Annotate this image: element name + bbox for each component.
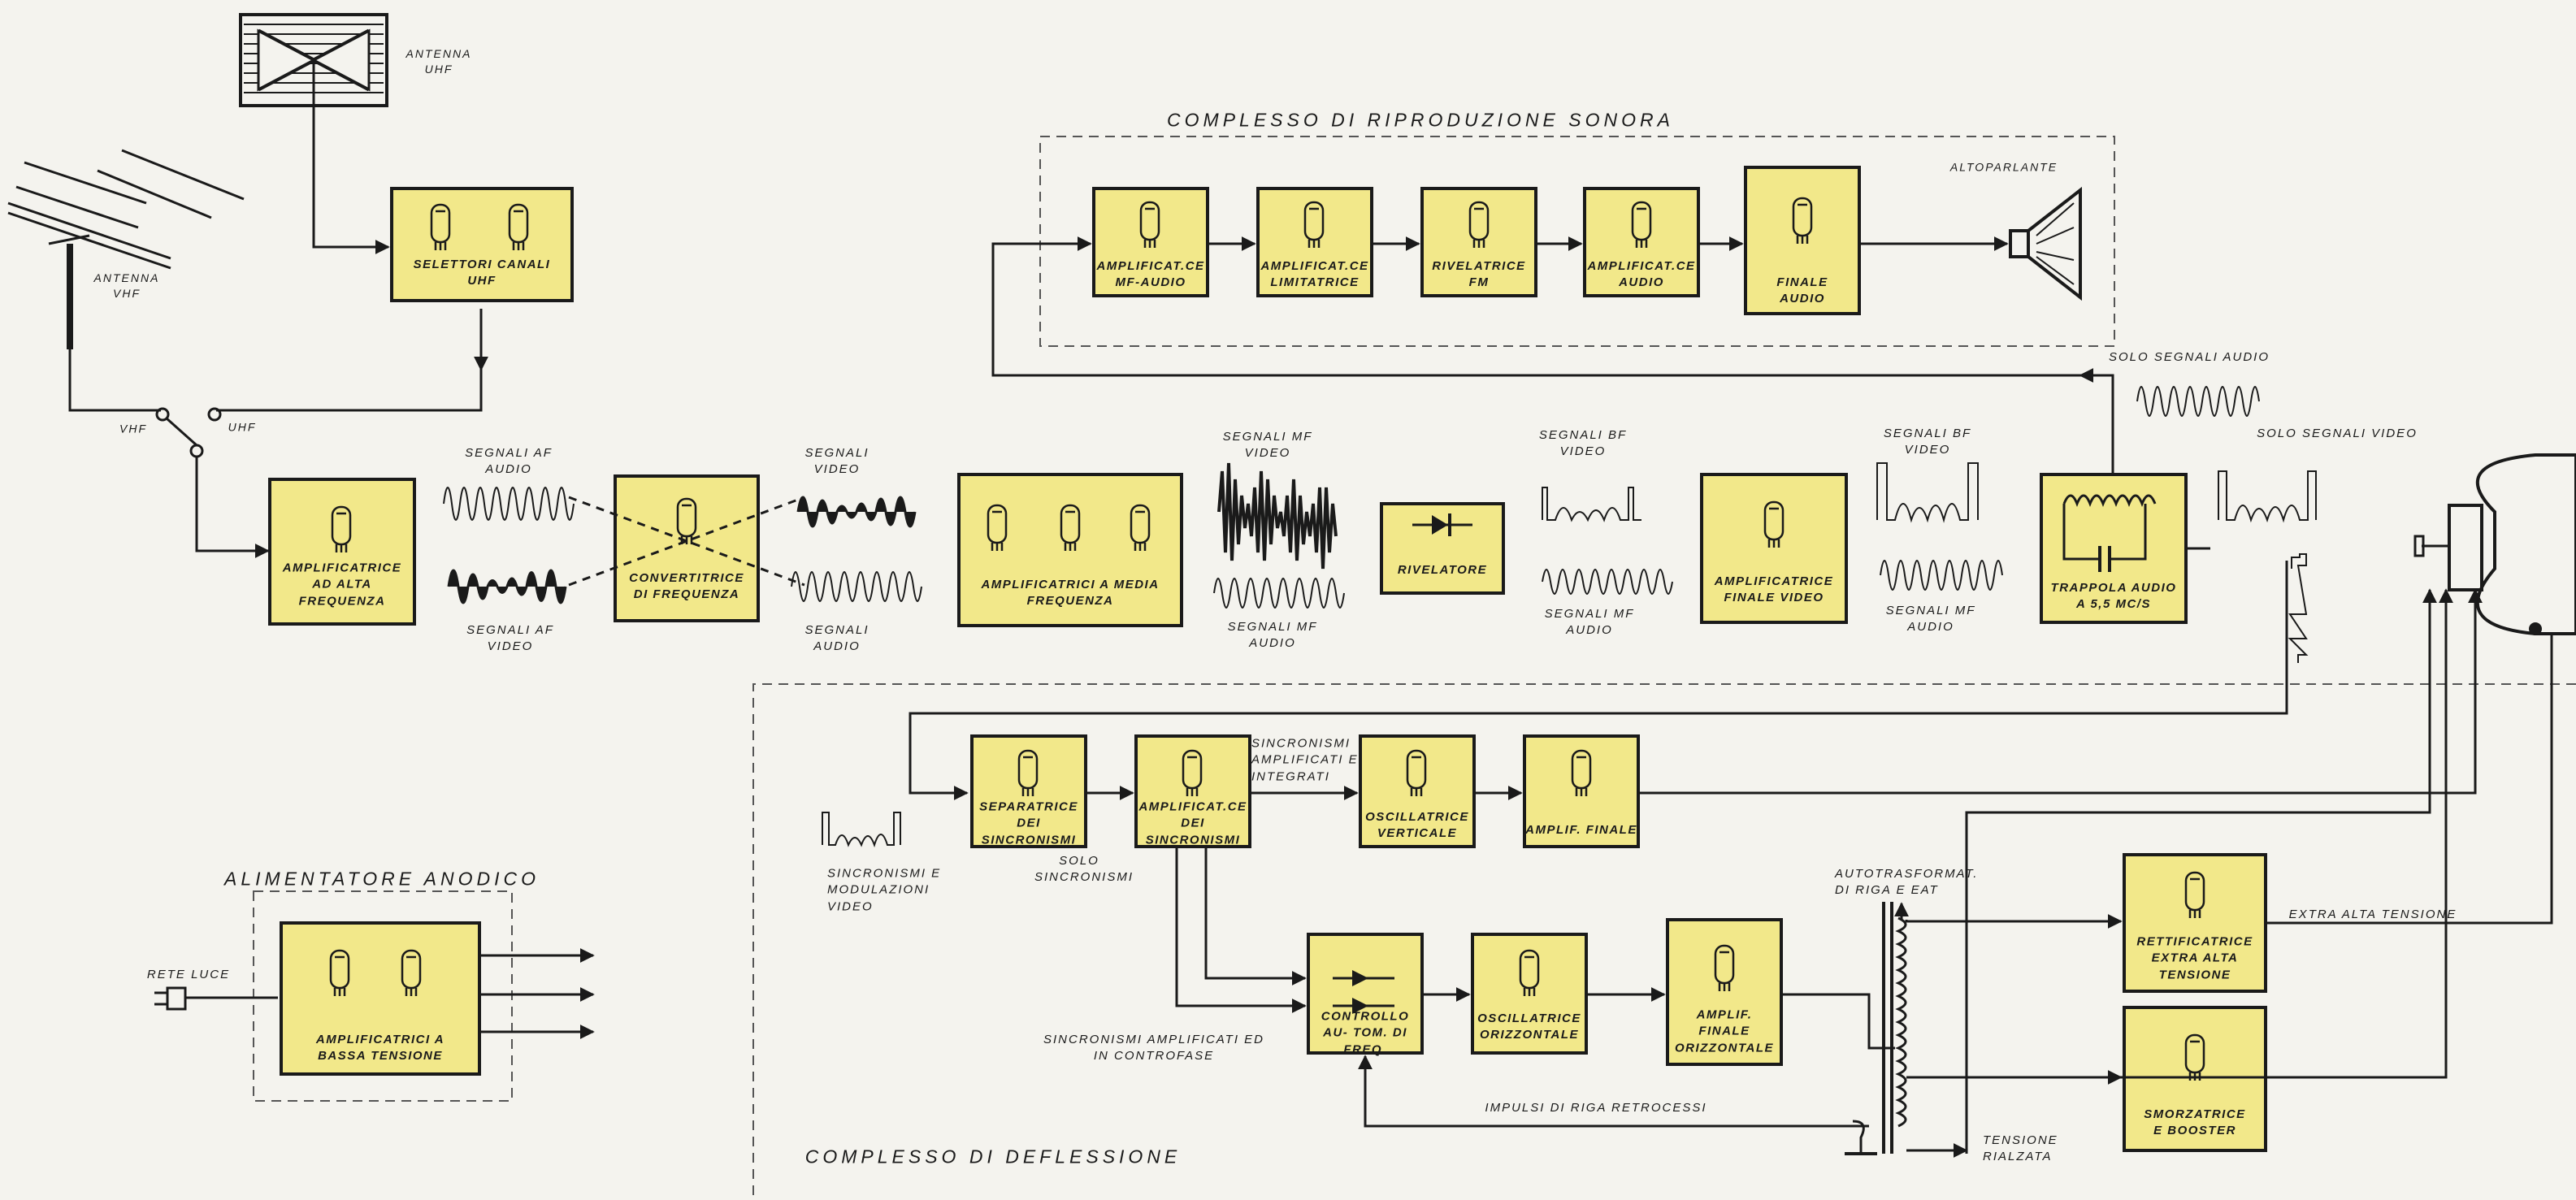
segnali-mf-audio-1-label: SEGNALI MF AUDIO xyxy=(1227,619,1318,650)
selettori-uhf-label: SELETTORI CANALI UHF xyxy=(413,257,551,288)
sincronismi-contrafase-label: SINCRONISMI AMPLIFICATI ED IN CONTROFASE xyxy=(1043,1032,1265,1063)
speaker-icon xyxy=(2009,186,2082,301)
segnali-bf-video-2-label: SEGNALI BF VIDEO xyxy=(1883,426,1972,457)
solo-segnali-video-label: SOLO SEGNALI VIDEO xyxy=(2257,426,2418,440)
amplif-finale-label: AMPLIF. FINALE xyxy=(1525,822,1637,837)
rete-luce-label: RETE LUCE xyxy=(146,967,231,981)
tensione-rialzata-label: TENSIONE RIALZATA xyxy=(1983,1133,2058,1163)
antenna-vhf-label: ANTENNA VHF xyxy=(93,271,160,300)
sonora-section-title: COMPLESSO DI RIPRODUZIONE SONORA xyxy=(1167,109,1674,131)
amp-finale-video-label: AMPLIFICATRICE FINALE VIDEO xyxy=(1714,574,1834,604)
segnali-mf-video-label: SEGNALI MF VIDEO xyxy=(1222,429,1313,460)
waveform-mf-video xyxy=(1217,462,1338,570)
amp-alta-freq-label: AMPLIFICATRICE AD ALTA FREQUENZA xyxy=(282,561,402,609)
convertitrice-block xyxy=(614,474,760,622)
trappola-audio-label: TRAPPOLA AUDIO A 5,5 Mc/s xyxy=(2050,580,2177,611)
segnali-af-video-label: SEGNALI AF VIDEO xyxy=(466,622,554,653)
rettificatrice-label: RETTIFICATRICE EXTRA ALTA TENSIONE xyxy=(2136,934,2253,982)
antenna-uhf-label: ANTENNA UHF xyxy=(405,47,472,76)
waveform-sincronismi xyxy=(822,812,901,848)
extra-alta-tensione-label: EXTRA ALTA TENSIONE xyxy=(2288,907,2457,921)
altoparlante-label: ALTOPARLANTE xyxy=(1949,160,2058,174)
osc-verticale-label: OSCILLATRICE VERTICALE xyxy=(1365,809,1469,840)
waveform-af-audio xyxy=(443,487,575,521)
amp-audio-label: AMPLIFICAT.CE AUDIO xyxy=(1587,258,1696,289)
finale-audio-label: FINALE AUDIO xyxy=(1776,275,1828,305)
diode-icon xyxy=(1412,513,1472,536)
waveform-vertical xyxy=(2288,553,2309,663)
waveform-af-video xyxy=(447,569,567,604)
waveform-bf-video-1 xyxy=(1542,487,1641,522)
osc-orizzontale-label: OSCILLATRICE ORIZZONTALE xyxy=(1477,1011,1581,1042)
segnali-audio-label: SEGNALI AUDIO xyxy=(804,622,870,653)
impulsi-riga-label: IMPULSI DI RIGA RETROCESSI xyxy=(1485,1100,1707,1115)
waveform-mf-audio-2 xyxy=(1542,569,1673,595)
separatrice-label: SEPARATRICE DEI SINCRONISMI xyxy=(979,799,1078,847)
rettificatrice-block xyxy=(2123,853,2267,993)
sonora-section-frame xyxy=(1039,136,2115,347)
rivelatore-block xyxy=(1380,502,1505,595)
convertitrice-label: CONVERTITRICE DI FREQUENZA xyxy=(629,570,744,601)
alimentatore-section-frame xyxy=(253,890,513,1102)
plug-icon xyxy=(154,986,187,1011)
segnali-af-audio-label: SEGNALI AF AUDIO xyxy=(465,445,553,476)
amp-limitatrice-label: AMPLIFICAT.CE LIMITATRICE xyxy=(1260,258,1369,289)
amp-mf-audio-label: AMPLIFICAT.CE MF-AUDIO xyxy=(1096,258,1205,289)
amp-bassa-tensione-block xyxy=(280,921,481,1076)
amplif-finale-orizz-label: AMPLIF. FINALE ORIZZONTALE xyxy=(1674,1007,1775,1055)
controllo-freq-label: CONTROLLO AU- TOM. DI FREQ. xyxy=(1321,1009,1410,1057)
sincronismi-modulazioni-label: SINCRONISMI E MODULAZIONI VIDEO xyxy=(827,866,942,914)
segnali-mf-audio-3-label: SEGNALI MF AUDIO xyxy=(1885,603,1976,634)
waveform-solo-audio xyxy=(2136,386,2260,417)
waveform-mf-audio-1 xyxy=(1213,578,1345,609)
segnali-bf-video-1-label: SEGNALI BF VIDEO xyxy=(1538,427,1628,458)
autotransformer-icon xyxy=(1882,902,1907,1154)
amplif-finale-orizz-block xyxy=(1666,918,1783,1066)
rivelatore-label: RIVELATORE xyxy=(1397,562,1488,577)
sincronismi-amplificati-integrati-label: SINCRONISMI AMPLIFICATI E INTEGRATI xyxy=(1251,736,1359,784)
amp-finale-video-block xyxy=(1700,473,1848,624)
controllo-freq-block xyxy=(1307,933,1424,1055)
vhf-antenna-icon xyxy=(7,149,245,349)
segnali-mf-audio-2-label: SEGNALI MF AUDIO xyxy=(1544,606,1635,637)
waveform-solo-video xyxy=(2218,470,2317,523)
amp-sincronismi-label: AMPLIFICAT.CE DEI SINCRONISMI xyxy=(1138,799,1247,847)
deflessione-section-frame xyxy=(752,683,2576,1200)
solo-sincronismi-label: SOLO SINCRONISMI xyxy=(1034,853,1134,884)
waveform-audio xyxy=(791,571,922,602)
selettori-uhf-block xyxy=(390,187,574,302)
coil-icon xyxy=(2062,494,2157,572)
vhf-switch-label: VHF xyxy=(119,422,147,435)
deflessione-section-title: COMPLESSO DI DEFLESSIONE xyxy=(804,1146,1182,1168)
segnali-video-label: SEGNALI VIDEO xyxy=(804,445,870,476)
smorzatrice-label: SMORZATRICE E BOOSTER xyxy=(2144,1107,2246,1137)
solo-segnali-audio-label: SOLO SEGNALI AUDIO xyxy=(2109,349,2270,364)
uhf-switch-label: UHF xyxy=(228,420,257,434)
crt-tube-icon xyxy=(2413,453,2576,635)
rivelatrice-fm-label: RIVELATRICE FM xyxy=(1432,258,1526,289)
amp-media-freq-label: AMPLIFICATRICI A MEDIA FREQUENZA xyxy=(981,577,1160,608)
amp-bassa-tensione-label: AMPLIFICATRICI A BASSA TENSIONE xyxy=(315,1032,445,1063)
waveform-bf-video-2 xyxy=(1876,462,1979,523)
waveform-mf-audio-3 xyxy=(1880,560,2003,591)
alimentatore-section-title: ALIMENTATORE ANODICO xyxy=(224,868,540,890)
autotrasformat-label: AUTOTRASFORMAT. DI RIGA E EAT xyxy=(1835,866,1979,897)
waveform-video xyxy=(796,496,917,528)
